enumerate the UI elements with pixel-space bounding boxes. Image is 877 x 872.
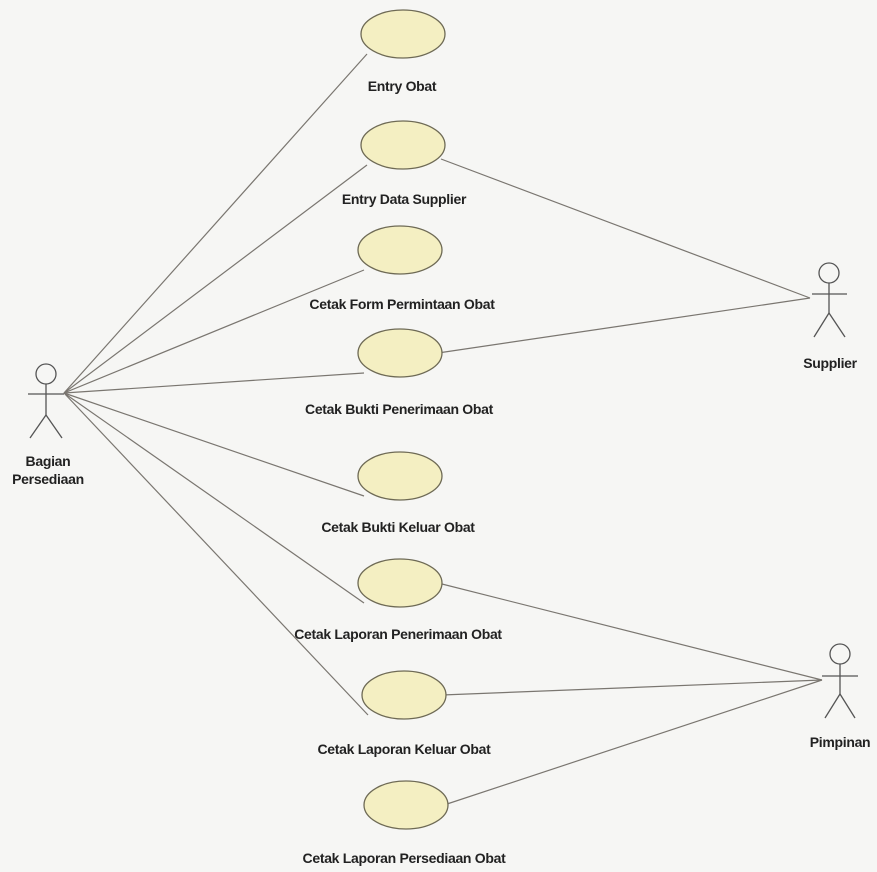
use-case-label-cetak-bukti-penerimaan-obat: Cetak Bukti Penerimaan Obat <box>305 401 493 417</box>
use-case-cetak-laporan-persediaan-obat <box>363 780 449 830</box>
actor-label-supplier: Supplier <box>803 355 857 371</box>
association-pimpinan-cetak-laporan-persediaan-obat <box>443 679 823 806</box>
association-pimpinan-cetak-laporan-penerimaan-obat <box>437 582 823 681</box>
use-case-cetak-bukti-keluar-obat <box>357 451 443 501</box>
actor-supplier-icon <box>812 262 847 338</box>
actor-bagian-persediaan-icon <box>28 363 64 439</box>
actor-label-bagian-persediaan: Bagian Persediaan <box>12 452 84 488</box>
use-case-label-cetak-form-permintaan-obat: Cetak Form Permintaan Obat <box>309 296 495 312</box>
use-case-label-cetak-bukti-keluar-obat: Cetak Bukti Keluar Obat <box>321 519 475 535</box>
association-supplier-cetak-bukti-penerimaan-obat <box>437 297 811 354</box>
association-supplier-entry-data-supplier <box>440 158 811 299</box>
use-case-label-cetak-laporan-keluar-obat: Cetak Laporan Keluar Obat <box>317 741 491 757</box>
actor-label-pimpinan: Pimpinan <box>809 734 871 750</box>
association-bagian-cetak-form-permintaan-obat <box>63 269 365 394</box>
use-case-ellipses <box>357 9 449 830</box>
use-case-cetak-bukti-penerimaan-obat <box>357 328 443 378</box>
association-pimpinan-cetak-laporan-keluar-obat <box>441 679 823 696</box>
actor-label-bagian-line1: Bagian <box>25 453 71 469</box>
use-case-cetak-laporan-penerimaan-obat <box>357 558 443 608</box>
use-case-entry-obat <box>360 9 446 59</box>
use-case-cetak-form-permintaan-obat <box>357 225 443 275</box>
association-bagian-entry-data-supplier <box>63 164 368 394</box>
use-case-label-entry-obat: Entry Obat <box>367 78 437 94</box>
use-case-label-entry-data-supplier: Entry Data Supplier <box>341 191 467 207</box>
use-case-cetak-laporan-keluar-obat <box>361 670 447 720</box>
actor-pimpinan-icon <box>822 643 858 719</box>
actor-label-bagian-line2: Persediaan <box>12 471 84 487</box>
use-case-entry-data-supplier <box>360 120 446 170</box>
association-bagian-entry-obat <box>63 53 368 394</box>
use-case-label-cetak-laporan-penerimaan-obat: Cetak Laporan Penerimaan Obat <box>294 626 502 642</box>
use-case-label-cetak-laporan-persediaan-obat: Cetak Laporan Persediaan Obat <box>302 850 506 866</box>
association-lines <box>63 53 823 806</box>
association-bagian-cetak-laporan-penerimaan-obat <box>63 392 365 604</box>
association-bagian-cetak-laporan-keluar-obat <box>63 392 369 716</box>
association-bagian-cetak-bukti-penerimaan-obat <box>63 372 365 394</box>
association-bagian-cetak-bukti-keluar-obat <box>63 392 365 497</box>
